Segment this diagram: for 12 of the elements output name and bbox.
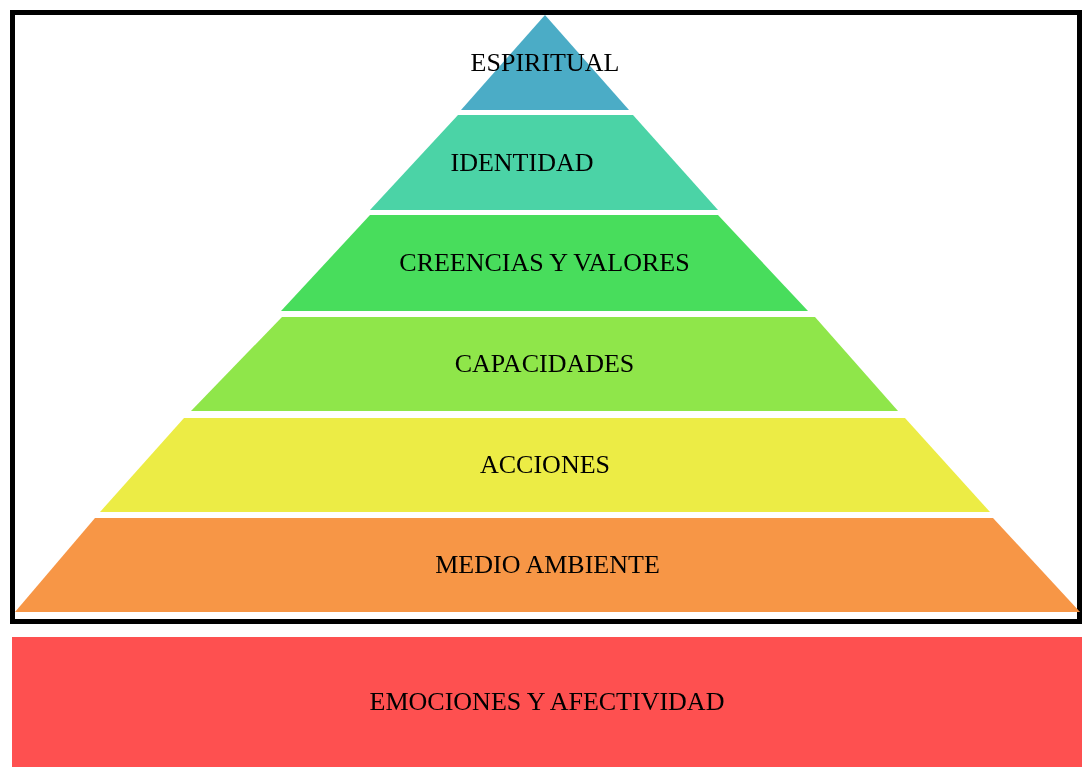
pyramid-level — [191, 317, 898, 411]
level-label: CAPACIDADES — [454, 349, 635, 379]
level-label: CREENCIAS Y VALORES — [399, 248, 690, 278]
level-label: IDENTIDAD — [450, 147, 594, 178]
pyramid-level — [15, 518, 1080, 612]
pyramid-level — [370, 115, 718, 210]
level-label: EMOCIONES Y AFECTIVIDAD — [369, 687, 725, 717]
level-label: MEDIO AMBIENTE — [435, 550, 660, 580]
level-label: ACCIONES — [480, 450, 610, 480]
pyramid-level — [281, 215, 808, 311]
base-band — [12, 637, 1082, 767]
pyramid-level — [100, 418, 990, 512]
